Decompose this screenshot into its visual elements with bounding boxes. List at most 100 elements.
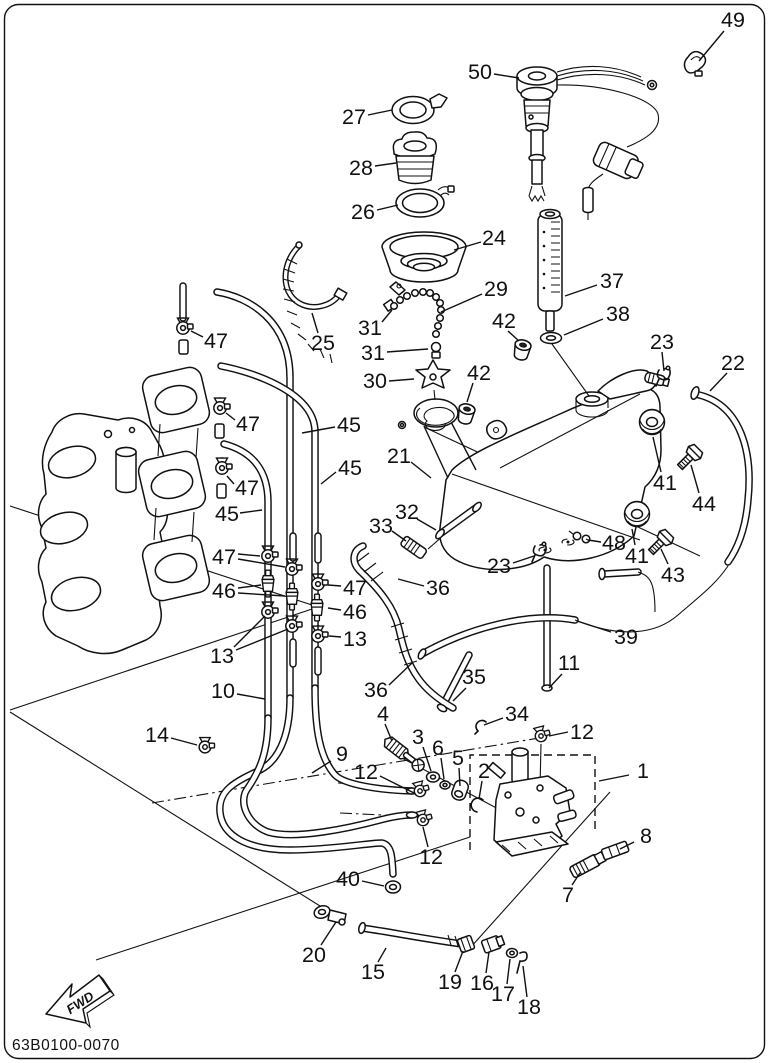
page-border: [3, 3, 766, 1060]
callout-1: 1: [637, 759, 649, 783]
leader-line-31: [386, 348, 429, 353]
strap-25: [282, 241, 348, 364]
pump-drive-parts: [383, 719, 487, 813]
leader-line-39: [576, 620, 612, 633]
leader-line-41: [652, 436, 662, 473]
leader-line-42: [466, 382, 474, 403]
leader-line-32: [416, 518, 437, 531]
callout-7: 7: [562, 883, 574, 907]
callout-2: 2: [478, 759, 490, 783]
leader-line-12: [379, 775, 415, 794]
callout-5: 5: [452, 746, 464, 770]
leader-line-3: [422, 746, 432, 772]
callout-49: 49: [721, 8, 745, 32]
clamp-49: [683, 50, 707, 77]
leader-line-35: [452, 687, 467, 702]
leader-line-47: [237, 558, 286, 568]
oil-level-gauge: [516, 65, 660, 220]
leader-line-13: [328, 635, 342, 638]
leader-line-27: [367, 109, 393, 116]
leader-line-7: [571, 872, 581, 886]
callout-36: 36: [364, 678, 388, 702]
callout-47: 47: [343, 576, 367, 600]
leader-line-45: [239, 509, 263, 514]
callout-6: 6: [432, 736, 444, 760]
callout-12: 12: [419, 845, 443, 869]
callout-11: 11: [558, 651, 580, 675]
callout-24: 24: [482, 226, 506, 250]
leader-line-4: [384, 723, 393, 742]
leader-line-44: [690, 464, 700, 494]
callout-29: 29: [484, 277, 508, 301]
callout-23: 23: [487, 554, 511, 578]
callout-42: 42: [467, 361, 491, 385]
callout-38: 38: [606, 302, 630, 326]
callout-47: 47: [212, 545, 236, 569]
leader-line-40: [361, 880, 385, 887]
oil-tank: [397, 369, 671, 571]
leader-line-17: [506, 958, 511, 985]
leader-line-25: [311, 312, 319, 334]
leader-line-12: [548, 731, 569, 737]
leader-line-47: [190, 330, 204, 338]
leader-line-38: [563, 318, 604, 336]
fitting-7: [569, 850, 607, 879]
callout-42: 42: [492, 309, 516, 333]
leader-line-22: [709, 372, 728, 392]
leader-line-33: [391, 530, 407, 542]
callout-16: 16: [470, 971, 494, 995]
oil-strainer: [537, 208, 590, 397]
callout-14: 14: [145, 723, 169, 747]
callout-17: 17: [491, 982, 515, 1006]
callout-47: 47: [236, 412, 260, 436]
leader-line-28: [374, 162, 397, 167]
leader-line-42: [507, 330, 520, 342]
filler-parts: [381, 93, 467, 296]
leader-line-1: [598, 774, 630, 782]
callout-13: 13: [343, 627, 367, 651]
leader-line-47: [226, 475, 235, 485]
callout-12: 12: [354, 760, 378, 784]
callout-9: 9: [336, 742, 348, 766]
leader-line-8: [619, 841, 635, 850]
leader-line-29: [440, 293, 483, 313]
leader-line-20: [320, 921, 337, 946]
leader-line-50: [493, 73, 520, 79]
hoses: [179, 282, 753, 949]
leader-line-37: [564, 284, 598, 297]
callout-8: 8: [640, 824, 652, 848]
fitting-8: [600, 840, 630, 861]
callout-45: 45: [215, 502, 239, 526]
leader-line-19: [454, 950, 464, 973]
callout-46: 46: [343, 600, 367, 624]
leader-line-45: [301, 426, 336, 434]
leader-line-43: [660, 548, 669, 565]
callout-21: 21: [387, 444, 411, 468]
callout-43: 43: [661, 563, 685, 587]
leader-line-18: [522, 965, 528, 998]
leader-line-14: [170, 737, 198, 746]
engine-block: [37, 412, 169, 655]
leader-line-13: [235, 628, 289, 651]
callout-22: 22: [721, 351, 745, 375]
leader-line-23: [661, 351, 665, 372]
clamp-20: [313, 904, 347, 926]
callout-27: 27: [342, 105, 366, 129]
leader-line-34: [483, 717, 504, 726]
callout-13: 13: [210, 644, 234, 668]
callout-18: 18: [517, 995, 541, 1019]
leader-line-5: [458, 767, 461, 787]
leader-line-47: [327, 584, 342, 587]
leader-line-47: [225, 412, 236, 421]
leader-line-46: [327, 607, 342, 611]
leader-line-46: [237, 592, 286, 597]
callout-45: 45: [338, 456, 362, 480]
callout-41: 41: [653, 471, 677, 495]
leader-line-15: [377, 947, 387, 963]
callout-36: 36: [426, 576, 450, 600]
leader-line-11: [548, 673, 563, 689]
callout-12: 12: [570, 720, 594, 744]
intake-manifold: [137, 339, 227, 602]
